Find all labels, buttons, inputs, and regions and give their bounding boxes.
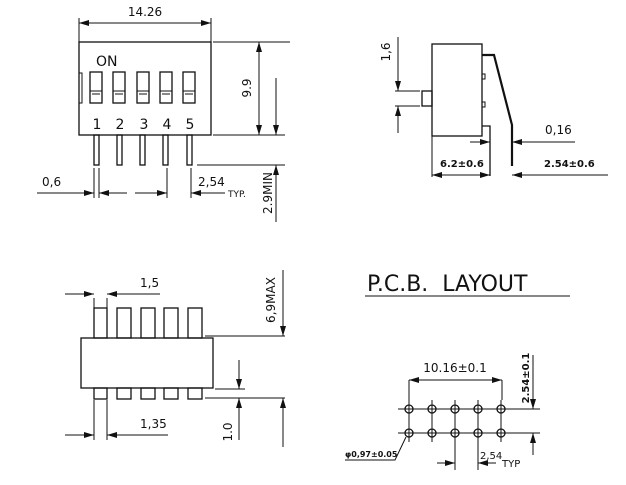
switch-number-2: 2: [116, 117, 125, 133]
switch-actuators: [89, 71, 196, 104]
switch-actuator-3: [136, 71, 150, 104]
bottom-body: [80, 337, 214, 389]
hole-dimension: φ0,97±0.05: [345, 450, 398, 459]
pcb-pitch-typ-label: TYP: [501, 459, 520, 470]
pins-bottom: [93, 387, 203, 400]
pin-offset-dimension: 2.54±0.6: [544, 159, 595, 170]
pcb-layout-title: P.C.B. LAYOUT: [367, 272, 528, 297]
actuators-top: [93, 307, 203, 339]
switch-actuator-4: [159, 71, 173, 104]
side-body: [431, 43, 483, 137]
bottom-view: 1,5 6,9MAX 1.0 1,35: [65, 270, 286, 447]
pin-thickness-dimension: 0,16: [545, 123, 572, 137]
side-view: 1,6 0,16 6.2±0.6 2.54±0.6: [379, 37, 608, 178]
pin-width-dimension-bottom: 1,35: [140, 417, 167, 431]
standoff-dimension: 1.0: [221, 422, 235, 441]
pcb-holes: [398, 400, 520, 470]
pin-length-dimension: 2.9MIN: [261, 172, 275, 214]
row-pitch-dimension: 2.54±0.1: [521, 353, 532, 404]
pitch-typ-label: TYP.: [227, 190, 246, 200]
switch-actuator-5: [182, 71, 196, 104]
switch-number-1: 1: [93, 117, 102, 133]
pins: [93, 134, 193, 166]
actuator-dimension: 1,6: [379, 42, 393, 61]
actuator-nub: [421, 90, 433, 107]
switch-actuator-1: [89, 71, 103, 104]
switch-number-4: 4: [163, 117, 172, 133]
actuator-width-dimension: 1,5: [140, 276, 159, 290]
height-max-dimension: 6,9MAX: [264, 277, 278, 323]
pitch-dimension: 2,54: [198, 175, 225, 189]
body-depth-dimension: 6.2±0.6: [440, 159, 484, 170]
bent-pin: [482, 53, 514, 166]
on-label: ON: [96, 54, 118, 70]
width-dimension: 14.26: [128, 5, 162, 19]
switch-number-5: 5: [186, 117, 195, 133]
front-view: ON 1 2 3 4 5 14.26 9.9: [37, 5, 290, 222]
pcb-pitch-dimension: 2,54: [480, 451, 502, 462]
height-dimension: 9.9: [240, 78, 254, 97]
pin-width-dimension: 0,6: [42, 175, 61, 189]
side-tab: [78, 72, 83, 104]
switch-number-3: 3: [140, 117, 149, 133]
switch-actuator-2: [112, 71, 126, 104]
pcb-layout: P.C.B. LAYOUT 10.16±0.1 2.54±0.1 φ0,97±0…: [345, 272, 570, 470]
span-dimension: 10.16±0.1: [423, 361, 487, 375]
